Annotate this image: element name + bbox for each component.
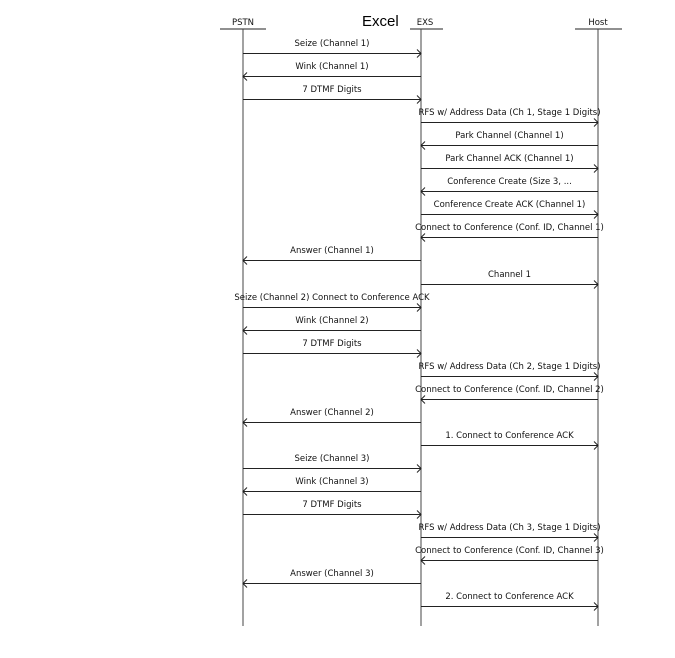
arrowhead-icon: [416, 464, 422, 473]
message-label: 7 DTMF Digits: [302, 499, 362, 510]
message-label: Channel 1: [487, 269, 532, 280]
message-label: 7 DTMF Digits: [302, 84, 362, 95]
arrowhead-icon: [593, 164, 599, 173]
message-label: 2. Connect to Conference ACK: [445, 591, 574, 602]
arrowhead-icon: [420, 233, 426, 242]
arrowhead-icon: [242, 326, 248, 335]
message-label: Answer (Channel 1): [290, 245, 374, 256]
message-label: Seize (Channel 3): [294, 453, 370, 464]
message-label: RFS w/ Address Data (Ch 2, Stage 1 Digit…: [418, 361, 601, 372]
arrowhead-icon: [242, 72, 248, 81]
message-label: Conference Create ACK (Channel 1): [433, 199, 586, 210]
actor-host: Host: [588, 18, 608, 28]
arrowhead-icon: [242, 418, 248, 427]
diagram-title: Excel: [360, 13, 401, 30]
message-label: Connect to Conference (Conf. ID, Channel…: [415, 384, 604, 395]
arrowhead-icon: [416, 510, 422, 519]
arrowhead-icon: [416, 303, 422, 312]
arrowhead-icon: [593, 441, 599, 450]
message-label: Wink (Channel 1): [295, 61, 369, 72]
arrowhead-icon: [593, 210, 599, 219]
arrowhead-icon: [242, 579, 248, 588]
arrowhead-icon: [420, 556, 426, 565]
arrowhead-icon: [420, 395, 426, 404]
message-label: Answer (Channel 3): [290, 568, 374, 579]
message-label: Conference Create (Size 3, ...: [447, 176, 572, 187]
arrowhead-icon: [242, 256, 248, 265]
arrowhead-icon: [416, 49, 422, 58]
message-label: Park Channel (Channel 1): [455, 130, 564, 141]
message-label: RFS w/ Address Data (Ch 3, Stage 1 Digit…: [418, 522, 601, 533]
message-label: Connect to Conference (Conf. ID, Channel…: [415, 545, 604, 556]
arrowhead-icon: [593, 372, 599, 381]
message-label: Park Channel ACK (Channel 1): [445, 153, 574, 164]
arrowhead-icon: [593, 280, 599, 289]
arrowhead-icon: [593, 602, 599, 611]
arrowhead-icon: [242, 487, 248, 496]
message-label: Seize (Channel 1): [294, 38, 370, 49]
arrowhead-icon: [416, 95, 422, 104]
message-label: RFS w/ Address Data (Ch 1, Stage 1 Digit…: [418, 107, 601, 118]
arrowhead-icon: [593, 533, 599, 542]
actor-pstn: PSTN: [231, 18, 255, 28]
arrowhead-icon: [593, 118, 599, 127]
message-label: Seize (Channel 2) Connect to Conference …: [234, 292, 430, 303]
arrowhead-icon: [416, 349, 422, 358]
message-label: 1. Connect to Conference ACK: [445, 430, 574, 441]
arrowhead-icon: [420, 141, 426, 150]
message-label: Wink (Channel 3): [295, 476, 369, 487]
message-label: 7 DTMF Digits: [302, 338, 362, 349]
message-label: Connect to Conference (Conf. ID, Channel…: [415, 222, 604, 233]
message-label: Wink (Channel 2): [295, 315, 369, 326]
arrowhead-icon: [420, 187, 426, 196]
message-label: Answer (Channel 2): [290, 407, 374, 418]
actor-exs: EXS: [416, 18, 434, 28]
